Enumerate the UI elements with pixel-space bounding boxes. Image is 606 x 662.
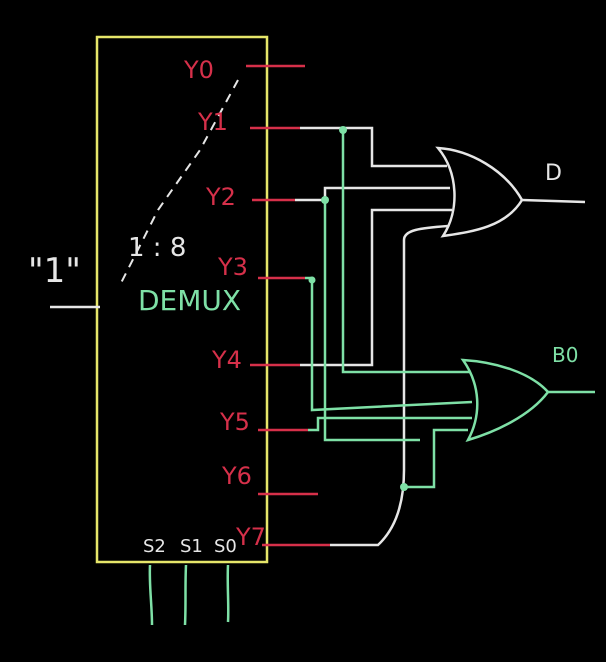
demux-box [95, 35, 269, 564]
wire-y1-to-b0 [341, 128, 470, 374]
dashed-connection [119, 79, 239, 286]
output-label-y3: Y3 [217, 253, 248, 281]
input-label: "1" [28, 251, 81, 291]
wire-y7-to-d [330, 224, 449, 547]
junction-dot-y7 [400, 483, 408, 491]
output-label-y6: Y6 [221, 462, 252, 490]
output-label-y1: Y1 [197, 108, 228, 136]
wire-y2-vertical [323, 200, 420, 442]
select-line-s0 [226, 564, 230, 623]
wire-y7-to-b0 [404, 428, 468, 489]
wire-y3-to-b0 [305, 276, 473, 412]
junction-dot-y2 [321, 196, 329, 204]
select-line-s2 [148, 564, 154, 626]
wire-y2-to-d [295, 186, 450, 202]
or-gate-b0 [460, 358, 550, 443]
demux-ratio-label: 1 : 8 [128, 233, 186, 263]
junction-dot-y3 [308, 276, 316, 284]
or-gate-d [435, 146, 524, 238]
or-gate-d-label: D [545, 161, 562, 186]
select-label-s2: S2 [143, 536, 166, 557]
wire-y5-to-b0 [308, 416, 472, 432]
or-gate-d-output [521, 198, 586, 204]
output-label-y4: Y4 [211, 346, 242, 374]
wire-y4-to-d [300, 208, 452, 367]
output-label-y5: Y5 [219, 408, 250, 436]
junction-dot-y1 [339, 126, 347, 134]
select-label-s1: S1 [180, 536, 203, 557]
select-label-s0: S0 [214, 536, 237, 557]
or-gate-b0-label: B0 [552, 343, 578, 367]
wire-y1-to-d [300, 126, 447, 168]
demux-name-label: DEMUX [138, 284, 241, 317]
output-label-y7: Y7 [235, 523, 266, 551]
select-line-s1 [183, 564, 188, 626]
output-label-y2: Y2 [205, 183, 236, 211]
output-label-y0: Y0 [183, 56, 214, 84]
